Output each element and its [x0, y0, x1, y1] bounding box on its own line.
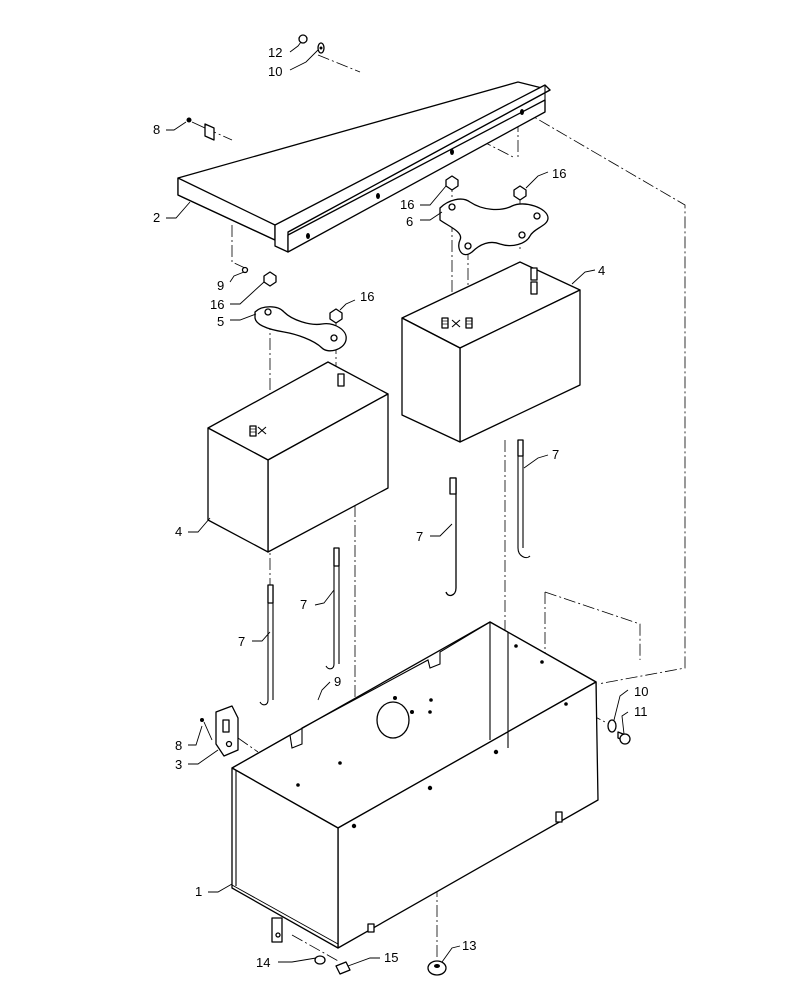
callout-labels: 12 10 8 2 9 16 16 5 16 6 16 4 4 7 7 7 7 …: [153, 45, 648, 970]
battery-cover: [177, 81, 551, 253]
callout-13: 13: [462, 938, 476, 953]
callout-16-c: 16: [400, 197, 414, 212]
callout-16-a: 16: [210, 297, 224, 312]
latch: [200, 705, 239, 757]
hold-down-bracket-left: [241, 266, 347, 352]
callout-5: 5: [217, 314, 224, 329]
battery-box: [231, 621, 599, 949]
callout-7-mid: 7: [416, 529, 423, 544]
leader-lines: [166, 41, 629, 967]
callout-9-low: 9: [334, 674, 341, 689]
j-bolts: [259, 439, 531, 706]
callout-10-right: 10: [634, 684, 648, 699]
box-hardware: [314, 719, 631, 976]
callout-7-left: 7: [238, 634, 245, 649]
callout-7-right: 7: [552, 447, 559, 462]
hold-down-bracket-right: [439, 175, 549, 256]
callout-8-top: 8: [153, 122, 160, 137]
callout-12: 12: [268, 45, 282, 60]
battery-left: [207, 361, 389, 553]
cover-hardware: [186, 34, 325, 141]
callout-11: 11: [634, 704, 648, 719]
callout-9-top: 9: [217, 278, 224, 293]
callout-7-lower: 7: [300, 597, 307, 612]
callout-1: 1: [195, 884, 202, 899]
callout-15: 15: [384, 950, 398, 965]
battery-right: [401, 261, 581, 443]
callout-2: 2: [153, 210, 160, 225]
callout-14: 14: [256, 955, 270, 970]
callout-4-right: 4: [598, 263, 605, 278]
callout-16-d: 16: [552, 166, 566, 181]
callout-3: 3: [175, 757, 182, 772]
callout-16-b: 16: [360, 289, 374, 304]
callout-4-left: 4: [175, 524, 182, 539]
callout-6: 6: [406, 214, 413, 229]
callout-8-low: 8: [175, 738, 182, 753]
callout-10-top: 10: [268, 64, 282, 79]
